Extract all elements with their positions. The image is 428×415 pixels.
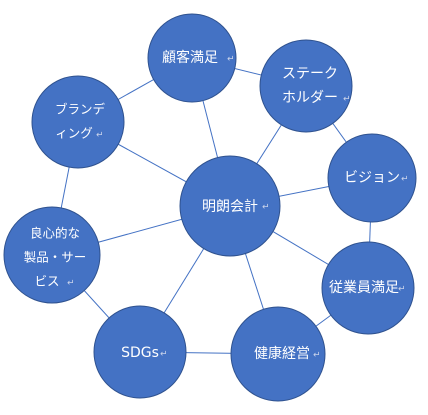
node-health-circle <box>230 306 326 402</box>
return-mark-icon: ↵ <box>401 175 409 185</box>
node-employee: 従業員満足 <box>321 241 415 335</box>
node-stakeholder-label-line1: ステーク <box>282 66 338 82</box>
node-products-circle <box>3 206 101 304</box>
node-vision: ビジョン <box>327 133 417 223</box>
node-vision-circle <box>327 133 417 223</box>
node-health-label: 健康経営 <box>254 345 310 362</box>
return-mark-icon: ↵ <box>96 131 104 141</box>
node-branding-label-line2: ィング <box>55 126 93 141</box>
node-customer: 顧客満足 <box>147 13 237 103</box>
paragraph-marks: ↵ ↵ ↵ ↵ ↵ ↵ ↵ ↵ ↵ <box>67 55 409 361</box>
center-node: 明朗会計 <box>179 155 281 257</box>
center-node-label: 明朗会計 <box>202 199 258 215</box>
node-products: 良心的な 製品・サー ビス <box>3 206 101 304</box>
node-stakeholder: ステーク ホルダー <box>259 39 353 133</box>
node-stakeholder-label-line2: ホルダー <box>282 90 338 106</box>
node-products-label-line2: 製品・サー <box>24 250 87 265</box>
return-mark-icon: ↵ <box>343 95 351 105</box>
node-branding: ブランデ ィング <box>31 75 125 169</box>
node-products-label-line1: 良心的な <box>30 226 80 241</box>
return-mark-icon: ↵ <box>227 55 235 65</box>
node-vision-label: ビジョン <box>344 170 400 186</box>
return-mark-icon: ↵ <box>262 203 270 213</box>
node-branding-circle <box>31 75 125 169</box>
node-sdgs-circle <box>93 305 187 399</box>
node-health: 健康経営 <box>230 306 326 402</box>
return-mark-icon: ↵ <box>67 279 75 289</box>
node-customer-circle <box>147 13 237 103</box>
return-mark-icon: ↵ <box>160 350 168 360</box>
node-sdgs-label: SDGs <box>121 345 159 361</box>
center-node-circle <box>179 155 281 257</box>
node-employee-label: 従業員満足 <box>329 280 399 296</box>
node-employee-circle <box>321 241 415 335</box>
node-products-label-line3: ビス <box>34 274 59 289</box>
node-sdgs: SDGs <box>93 305 187 399</box>
node-customer-label: 顧客満足 <box>162 49 218 66</box>
node-stakeholder-circle <box>259 39 353 133</box>
return-mark-icon: ↵ <box>313 351 321 361</box>
return-mark-icon: ↵ <box>398 285 406 295</box>
node-branding-label-line1: ブランデ <box>55 102 106 117</box>
